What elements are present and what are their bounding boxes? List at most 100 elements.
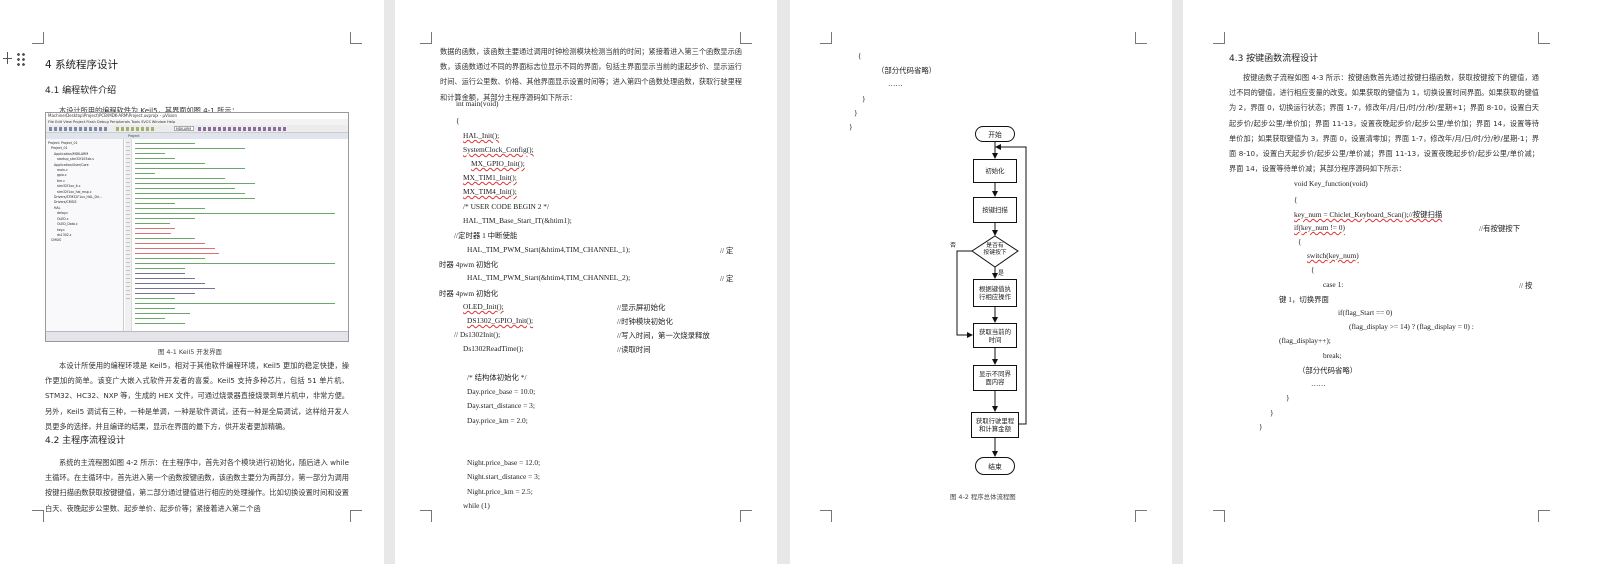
- document-page-4: 4.3 按键函数流程设计 按键函数子流程如图 4-3 所示：按键函数首先通过按键…: [1183, 0, 1614, 564]
- code-line: if(key_num != 0): [1294, 223, 1345, 232]
- code-line: ……: [1311, 379, 1326, 388]
- margin-mark: [1538, 32, 1550, 44]
- margin-mark: [1135, 32, 1147, 44]
- margin-mark: [1135, 510, 1147, 522]
- figure-caption: 图 4-1 Keil5 开发界面: [158, 348, 222, 356]
- code-line: Day.start_distance = 3;: [467, 401, 535, 410]
- project-tree-item[interactable]: HAL: [54, 205, 61, 210]
- code-line: {: [1298, 237, 1302, 246]
- project-tree-item[interactable]: ds1302.c: [57, 232, 72, 237]
- flow-init: 初始化: [973, 159, 1017, 183]
- margin-mark: [820, 32, 832, 44]
- code-text-line: [135, 318, 165, 320]
- project-tree-item[interactable]: Drivers/STM32F1xx_HAL_Dri...: [54, 195, 103, 200]
- code-text-line: [135, 203, 175, 205]
- code-line: {: [456, 116, 460, 125]
- code-line: key_num = Chiclet_Keyboard_Scan();//按键扫描: [1294, 210, 1443, 219]
- code-line: SystemClock_Config();: [463, 145, 534, 154]
- decision-diamond: [971, 235, 1019, 268]
- project-tree-item[interactable]: main.c: [57, 168, 68, 173]
- paragraph: 数据的函数，该函数主要通过调用时钟检测模块检测当前的时间；紧接着进入第三个函数显…: [440, 47, 742, 102]
- margin-mark: [740, 510, 752, 522]
- drag-handle-icon[interactable]: [16, 52, 26, 66]
- code-text-line: [135, 198, 255, 200]
- code-text-line: [135, 168, 245, 170]
- code-line: case 1:: [1323, 280, 1344, 289]
- project-tree-item[interactable]: gpio.c: [57, 173, 67, 178]
- document-page-2: 数据的函数，该函数主要通过调用时钟检测模块检测当前的时间；紧接着进入第三个函数显…: [395, 0, 777, 564]
- project-tree-item[interactable]: stm32f1xx_hal_msp.c: [57, 189, 92, 194]
- figure-caption: 图 4-2 程序总体流程图: [950, 493, 1016, 501]
- code-comment: //定时器 1 中断使能: [454, 231, 518, 240]
- flow-end: 结束: [975, 457, 1015, 475]
- flowchart-connectors: [956, 141, 1027, 457]
- code-text-line: [135, 223, 170, 225]
- project-tree-item[interactable]: OLED_Data.c: [57, 222, 78, 227]
- code-line: }: [1270, 408, 1274, 417]
- margin-mark: [350, 510, 362, 522]
- project-tree-item[interactable]: delay.c: [57, 211, 69, 216]
- code-line: /* USER CODE BEGIN 2 */: [463, 202, 550, 211]
- project-tree-item[interactable]: Project_01: [51, 146, 68, 151]
- code-text-line: [135, 233, 171, 235]
- code-line: (flag_display++);: [1279, 336, 1331, 345]
- code-text-line: [135, 188, 235, 190]
- project-tree-item[interactable]: Application/MDK-ARM: [54, 151, 89, 156]
- code-text-line: [135, 218, 195, 220]
- code-text-line: [135, 253, 219, 255]
- paragraph: 按键函数子流程如图 4-3 所示：按键函数首先通过按键扫描函数，获取按键按下的键…: [1229, 73, 1539, 174]
- code-line: void Key_function(void): [1294, 179, 1368, 188]
- code-comment: 键 1，切换界面: [1279, 295, 1329, 304]
- flow-display: 显示不同界面内容: [973, 365, 1017, 391]
- project-tree-item[interactable]: Drivers/CMSIS: [54, 200, 77, 205]
- code-line: int main(void): [456, 99, 499, 108]
- code-line: Night.price_km = 2.5;: [467, 487, 533, 496]
- project-tree-item[interactable]: key.c: [57, 227, 65, 232]
- project-tree-item[interactable]: CMSIS: [51, 238, 61, 243]
- ide-tab: Project: [46, 133, 348, 139]
- code-comment: //写入时间，第一次烧录释放: [617, 331, 710, 340]
- code-text-line: [135, 238, 195, 240]
- code-line: HAL_TIM_PWM_Start(&htim4,TIM_CHANNEL_1);: [467, 245, 631, 254]
- code-line: }: [1286, 393, 1290, 402]
- code-text-line: [135, 193, 245, 195]
- code-text-line: [135, 283, 205, 285]
- project-tree-item[interactable]: stm32f1xx_it.c: [57, 184, 81, 189]
- margin-mark: [420, 510, 432, 522]
- project-tree-item[interactable]: OLED.c: [57, 216, 69, 221]
- margin-mark: [350, 32, 362, 44]
- flow-calc-fare: 获取行驶里程和计算金额: [971, 412, 1019, 438]
- code-line: ……: [888, 79, 903, 88]
- page-gutter-controls[interactable]: [0, 50, 32, 70]
- code-text-line: [135, 248, 215, 250]
- code-line: if(flag_Start == 0): [1338, 308, 1393, 317]
- target-select: MDK-ARM: [174, 126, 194, 131]
- code-comment: //显示屏初始化: [617, 303, 666, 312]
- project-tree-item[interactable]: startup_stm32f103xb.s: [57, 157, 94, 162]
- code-line: Ds1302ReadTime();: [463, 344, 524, 353]
- project-tree-item[interactable]: tim.c: [57, 178, 66, 183]
- subsection-heading: 4.2 主程序流程设计: [45, 436, 126, 446]
- subsection-heading: 4.3 按键函数流程设计: [1229, 54, 1319, 64]
- project-tree-item[interactable]: Project: Project_01: [48, 141, 78, 145]
- ide-title-bar: Machine\Desktop\Project\PCB\MDK-ARM\Proj…: [46, 113, 348, 119]
- code-line: }: [854, 108, 858, 117]
- paragraph: 系统的主流程图如图 4-2 所示：在主程序中，首先对各个模块进行初始化，随后进入…: [45, 458, 349, 513]
- code-line: switch(key_num): [1307, 251, 1359, 260]
- code-line: break;: [1323, 351, 1342, 360]
- code-line: }: [1259, 422, 1263, 431]
- code-line: MX_TIM4_Init();: [463, 187, 517, 196]
- code-line: HAL_Init();: [463, 131, 500, 140]
- code-text-line: [135, 243, 205, 245]
- code-line: Night.price_base = 12.0;: [467, 458, 541, 467]
- code-text-line: [135, 178, 225, 180]
- code-editor: [125, 139, 348, 333]
- flow-get-time: 获取当前的时间: [973, 323, 1017, 348]
- code-comment: //有按键按下: [1479, 224, 1521, 233]
- project-tree-item[interactable]: Application/User/Core: [54, 162, 89, 167]
- code-line: Day.price_base = 10.0;: [467, 387, 536, 396]
- subsection-heading: 4.1 编程软件介绍: [45, 86, 117, 96]
- code-text-line: [135, 308, 175, 310]
- code-text-line: [135, 183, 255, 185]
